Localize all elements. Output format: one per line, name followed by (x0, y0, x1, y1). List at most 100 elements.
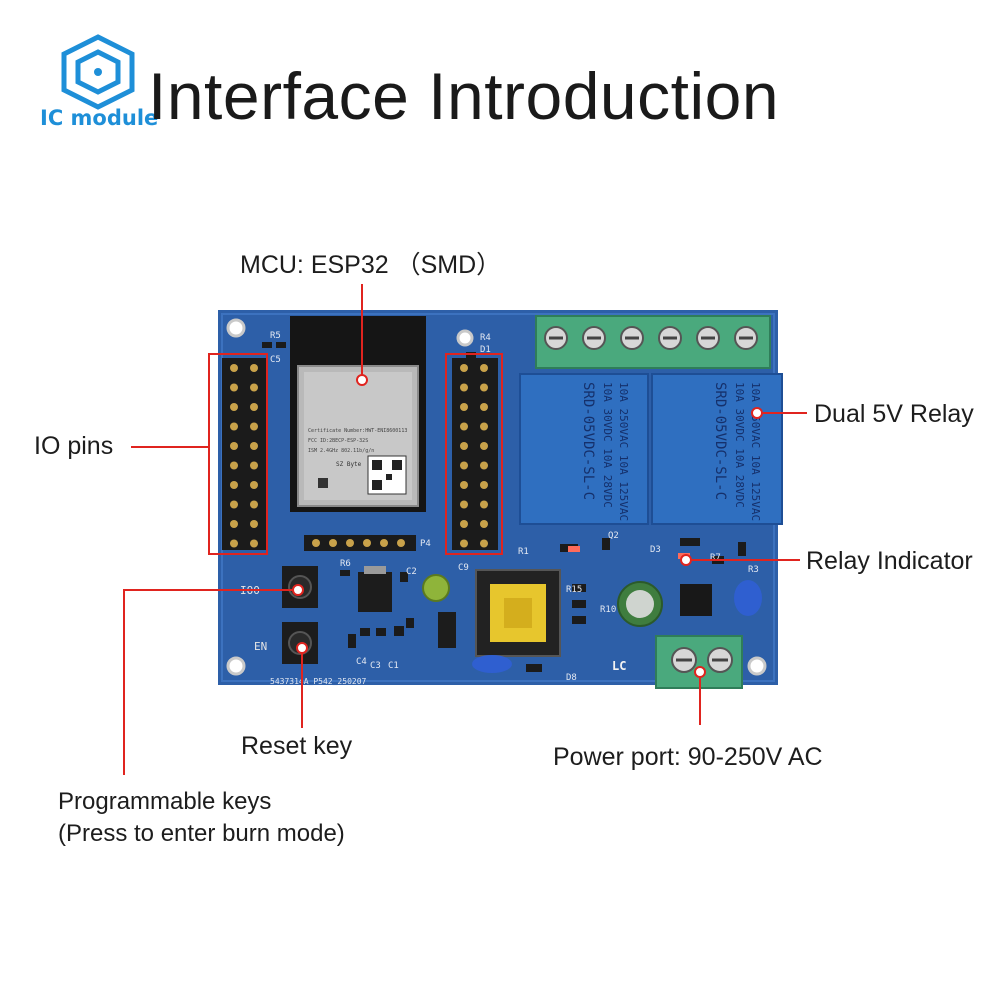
header-pin (250, 403, 258, 411)
header-pin (312, 539, 320, 547)
programmable-keys-label: Programmable keys (58, 788, 272, 815)
dual-relay-label: Dual 5V Relay (814, 400, 974, 428)
header-pin (460, 383, 468, 392)
svg-text:R6: R6 (340, 559, 351, 569)
header-pin (230, 539, 238, 548)
svg-text:R7: R7 (710, 553, 721, 563)
header-pin (250, 442, 258, 450)
svg-text:P4: P4 (420, 539, 431, 549)
programmable-key-callout-line (123, 589, 298, 775)
header-pin (460, 442, 468, 450)
header-pin (230, 422, 238, 431)
header-pin (480, 364, 488, 372)
header-pin (250, 364, 258, 372)
header-pin (329, 539, 337, 547)
svg-text:C3: C3 (370, 661, 381, 671)
header-pin (250, 383, 258, 392)
small-capacitor (422, 574, 450, 602)
svg-text:10A 30VDC 10A 28VDC: 10A 30VDC 10A 28VDC (601, 382, 614, 508)
header-pin (230, 383, 238, 392)
header-pin (230, 481, 238, 489)
header-pin (380, 539, 388, 547)
mcu-label: MCU: ESP32 （SMD） (240, 251, 502, 279)
header-pin (480, 403, 488, 411)
svg-text:SRD-05VDC-SL-C: SRD-05VDC-SL-C (580, 382, 596, 500)
header-pin (230, 520, 238, 528)
header-pin (250, 461, 258, 470)
header-pin (250, 422, 258, 431)
header-pin (480, 461, 488, 470)
svg-text:Certificate Number:HWT-ENI8600: Certificate Number:HWT-ENI8600113 (308, 428, 407, 434)
svg-text:R1: R1 (518, 547, 529, 557)
transformer (475, 569, 561, 657)
header-pin (460, 481, 468, 489)
header-pin (480, 481, 488, 489)
header-pin (230, 461, 238, 470)
brand-label: IC module (40, 106, 159, 130)
svg-text:Q2: Q2 (608, 531, 619, 541)
regulator-chip (358, 572, 392, 612)
svg-text:C2: C2 (406, 567, 417, 577)
header-pin (460, 539, 468, 548)
svg-text:C1: C1 (388, 661, 399, 671)
right-pin-header (452, 358, 498, 550)
header-pin (480, 520, 488, 528)
svg-text:C9: C9 (458, 563, 469, 573)
io-pins-label: IO pins (34, 432, 114, 460)
header-pin (250, 481, 258, 489)
header-pin (363, 539, 371, 547)
header-pin (460, 520, 468, 528)
header-pin (460, 461, 468, 470)
header-pin (460, 364, 468, 372)
svg-text:ISM 2.4GHz 802.11b/g/n: ISM 2.4GHz 802.11b/g/n (308, 448, 374, 454)
header-pin (480, 442, 488, 450)
svg-text:5437314A_P542_250207: 5437314A_P542_250207 (270, 677, 367, 686)
header-pin (460, 422, 468, 431)
power-terminal-block (655, 635, 743, 689)
reset-key-label: Reset key (241, 732, 353, 760)
header-pin (480, 383, 488, 392)
svg-text:D1: D1 (480, 345, 491, 355)
header-pin (230, 364, 238, 372)
svg-text:SZ Byte: SZ Byte (336, 461, 362, 468)
svg-text:SRD-05VDC-SL-C: SRD-05VDC-SL-C (712, 382, 728, 500)
io-pins-right-highlight (445, 353, 503, 555)
optocoupler-chip (680, 584, 712, 616)
header-pin (480, 500, 488, 509)
header-pin (480, 422, 488, 431)
svg-text:FCC ID:2BECP-ESP-32S: FCC ID:2BECP-ESP-32S (308, 438, 368, 444)
header-pin (250, 500, 258, 509)
svg-text:R5: R5 (270, 331, 281, 341)
svg-text:LC: LC (612, 659, 626, 673)
svg-text:R3: R3 (748, 565, 759, 575)
relay-indicator-led-1 (568, 546, 580, 552)
relay-terminal-block (535, 315, 771, 369)
svg-text:D3: D3 (650, 545, 661, 555)
y-capacitor (734, 580, 762, 616)
header-pin (230, 500, 238, 509)
io-pins-left-highlight (208, 353, 268, 555)
svg-text:EN: EN (254, 640, 267, 653)
power-port-label: Power port: 90-250V AC (553, 743, 823, 771)
svg-text:C5: C5 (270, 355, 281, 365)
svg-text:R4: R4 (480, 333, 491, 343)
svg-text:10A 250VAC 10A 125VAC: 10A 250VAC 10A 125VAC (617, 382, 630, 521)
relay-1: 10A 250VAC 10A 125VAC 10A 30VDC 10A 28VD… (519, 373, 649, 525)
svg-text:C4: C4 (356, 657, 367, 667)
hexagon-logo-icon (61, 34, 135, 110)
left-pin-header (222, 358, 268, 550)
svg-text:R10: R10 (600, 605, 616, 615)
header-pin (460, 500, 468, 509)
esp32-module: Certificate Number:HWT-ENI8600113 FCC ID… (290, 316, 426, 512)
header-pin (250, 520, 258, 528)
header-pin (250, 539, 258, 548)
svg-text:D8: D8 (566, 673, 577, 683)
header-pin (397, 539, 405, 547)
programmable-keys-sublabel: (Press to enter burn mode) (58, 820, 345, 847)
header-pin (346, 539, 354, 547)
header-pin (480, 539, 488, 548)
header-pin (460, 403, 468, 411)
mounting-holes (226, 318, 767, 676)
svg-text:R15: R15 (566, 585, 582, 595)
